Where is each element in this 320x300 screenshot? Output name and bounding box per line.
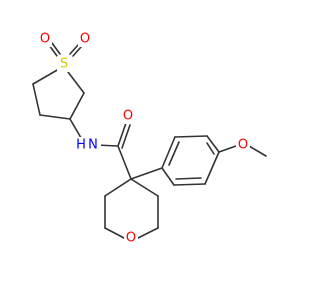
structure-diagram: S O O O H N O O: [32, 31, 267, 246]
amide-oxygen-label: O: [123, 109, 133, 124]
bond-cq-c1: [104, 178, 132, 197]
sulfonyl-oxygen-right-label: O: [80, 32, 90, 47]
bond-c2-o: [104, 227, 125, 239]
bond-ar4-ar5: [204, 151, 220, 185]
sulfonyl-oxygen-right: O: [78, 31, 92, 47]
sulfur-atom: S: [57, 56, 71, 72]
bond-ar5-ar6: [173, 183, 206, 186]
bond-ar4-omethoxy: [218, 145, 237, 153]
bond-ar6-ar1: [161, 167, 175, 186]
bond-o-c3: [137, 227, 159, 239]
bond-cc-o-b: [121, 124, 131, 149]
ring-oxygen: O: [124, 230, 138, 246]
bond-s-o-right-a: [69, 44, 79, 55]
bond-c3-c4: [39, 114, 71, 120]
amide-nitrogen: H N: [76, 137, 101, 153]
bond-c4-c5: [69, 92, 85, 120]
bond-cc-o-a: [117, 122, 127, 147]
sulfonyl-oxygen-left-label: O: [40, 32, 50, 47]
bond-s-c2: [32, 68, 60, 85]
ring-oxygen-label: O: [126, 231, 136, 246]
methoxy-oxygen-label: O: [238, 138, 248, 153]
bond-s-o-left-b: [51, 42, 61, 55]
bond-ar3-ar4: [206, 135, 220, 153]
bond-cc-cq: [117, 145, 132, 180]
amide-n-label: N: [88, 138, 98, 153]
bond-s-o-right-b: [72, 46, 82, 57]
bond-ar-inner-1: [168, 141, 180, 166]
bond-c4-cq: [130, 178, 159, 197]
amide-h-label: H: [76, 138, 86, 153]
sulfur-label: S: [60, 57, 68, 72]
bond-ar1-ar2: [161, 136, 176, 169]
bond-ar-inner-2: [206, 142, 215, 155]
bond-cq-aryl: [130, 167, 163, 180]
atom-labels: S O O O H N O O: [38, 31, 250, 246]
bond-ar2-ar3: [174, 135, 208, 138]
bond-c5-s: [67, 71, 85, 94]
bond-omethoxy-ch3: [248, 145, 267, 157]
bonds: [32, 42, 267, 239]
bond-ar-inner-3: [175, 177, 202, 180]
methoxy-oxygen: O: [236, 137, 250, 153]
sulfonyl-oxygen-left: O: [38, 31, 52, 47]
amide-oxygen: O: [121, 108, 135, 124]
bond-c2-c3: [32, 83, 41, 116]
